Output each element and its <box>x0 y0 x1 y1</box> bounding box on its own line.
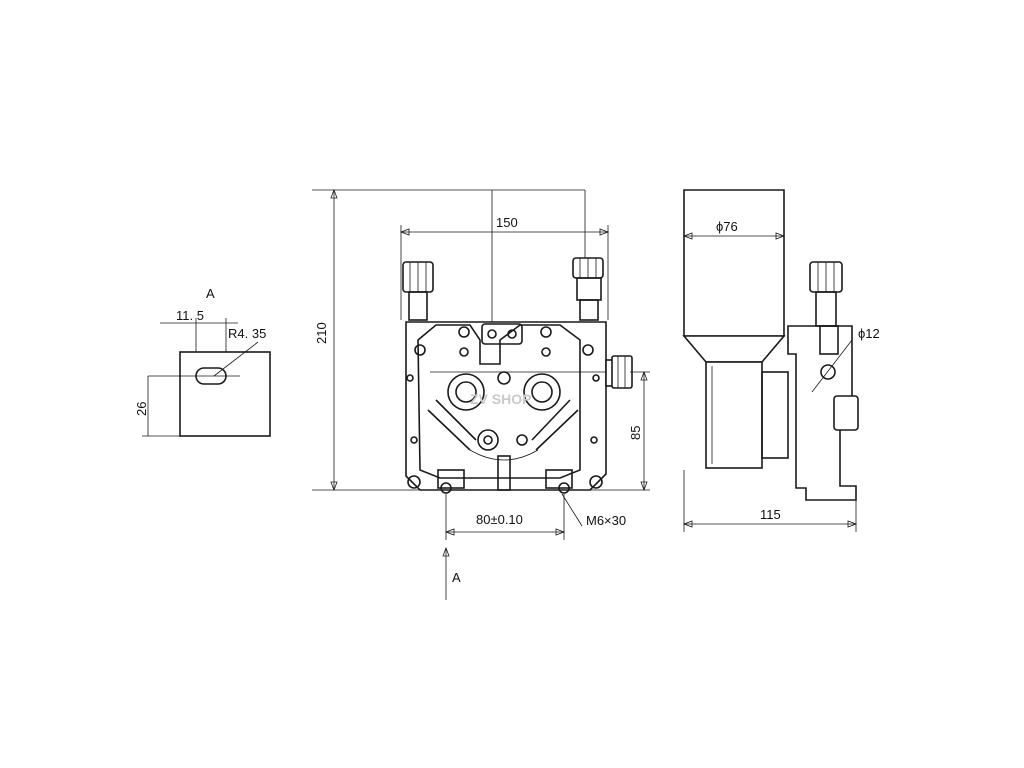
view-arrow-label: A <box>452 570 461 585</box>
wire-spool-cylinder <box>683 189 785 337</box>
motor-housing <box>705 361 763 469</box>
side-hole-12 <box>820 364 836 380</box>
drive-roll-right <box>523 373 561 411</box>
detail-a-label: A <box>206 286 215 301</box>
dim-height-85: 85 <box>628 426 643 440</box>
front-view: 210 150 <box>312 188 650 600</box>
watermark-text: ZV SHOP <box>470 391 531 407</box>
detail-a-height: 26 <box>134 402 149 416</box>
dim-diameter-76: ϕ76 <box>716 219 738 234</box>
feeder-body <box>405 321 607 491</box>
detail-a-radius: R4. 35 <box>228 326 266 341</box>
detail-a-view: A 11. 5 R4. 35 26 <box>134 286 271 437</box>
drive-roll-left <box>447 373 485 411</box>
detail-a-width: 11. 5 <box>176 308 204 323</box>
side-view: ϕ76 ϕ12 115 <box>682 189 880 532</box>
detail-a-plate <box>179 351 271 437</box>
dim-height-210: 210 <box>314 322 329 344</box>
dim-depth-115: 115 <box>760 507 781 522</box>
side-input-knob <box>611 355 633 389</box>
dim-width-150: 150 <box>496 215 518 230</box>
dim-spacing-80: 80±0.10 <box>476 512 523 527</box>
dim-diameter-12: ϕ12 <box>858 326 880 341</box>
dim-bolt-m6: M6×30 <box>586 513 626 528</box>
center-gear <box>477 429 499 451</box>
